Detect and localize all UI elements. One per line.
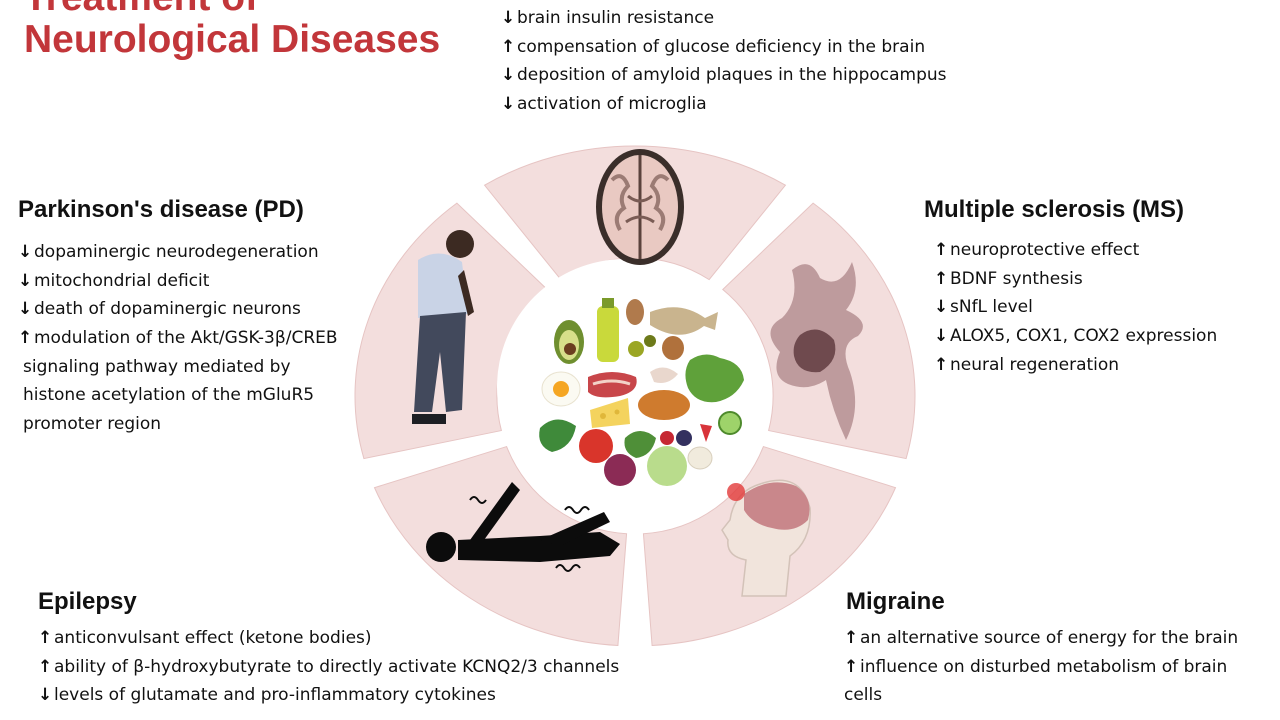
pd-item-2: ↓mitochondrial deficit [18,270,210,291]
ketogenic-food-plate-icon [539,298,744,486]
epilepsy-effects-list: ↑anticonvulsant effect (ketone bodies) ↑… [38,624,619,710]
epilepsy-item-1: ↑anticonvulsant effect (ketone bodies) [38,628,372,648]
ms-item-2: ↑BDNF synthesis [934,268,1083,289]
migraine-item-3: cells [844,685,883,706]
epilepsy-heading: Epilepsy [38,588,137,615]
migraine-effects-list: ↑an alternative source of energy for the… [844,624,1238,710]
ms-item-5: ↑neural regeneration [934,354,1120,375]
pd-item-4: ↑modulation of the Akt/GSK-3β/CREB [18,328,338,349]
head-migraine-icon [721,479,811,597]
brain-axial-slice-icon [596,149,684,265]
pd-heading: Parkinson's disease (PD) [18,196,304,223]
seizure-person-icon [426,482,620,572]
pd-effects-list: ↓dopaminergic neurodegeneration ↓mitocho… [18,238,338,439]
top-item-1: ↓brain insulin resistance [501,8,715,28]
title-line-2: Neurological Diseases [24,18,441,61]
migraine-item-2: ↑influence on disturbed metabolism of br… [844,656,1228,677]
epilepsy-item-3: ↓levels of glutamate and pro-inflammator… [38,685,496,706]
pd-item-5: signaling pathway mediated by [23,356,291,377]
top-effects-list: ↓brain insulin resistance ↑compensation … [501,4,947,119]
pd-item-7: promoter region [23,414,162,435]
ms-item-3: ↓sNfL level [934,297,1033,318]
pd-item-3: ↓death of dopaminergic neurons [18,299,301,320]
pd-item-1: ↓dopaminergic neurodegeneration [18,242,319,262]
ms-item-1: ↑neuroprotective effect [934,240,1140,260]
top-item-3: ↓deposition of amyloid plaques in the hi… [501,65,947,86]
top-item-2: ↑compensation of glucose deficiency in t… [501,36,926,57]
ms-heading: Multiple sclerosis (MS) [924,196,1185,223]
title-line-1: Treatment of [24,0,258,18]
pd-item-6: histone acetylation of the mGluR5 [23,385,315,406]
ms-effects-list: ↑neuroprotective effect ↑BDNF synthesis … [934,236,1217,379]
ms-item-4: ↓ALOX5, COX1, COX2 expression [934,326,1218,347]
demyelinated-neuron-icon [770,262,863,440]
migraine-heading: Migraine [846,588,945,615]
migraine-item-1: ↑an alternative source of energy for the… [844,628,1239,648]
top-item-4: ↓activation of microglia [501,94,707,115]
epilepsy-item-2: ↑ability of β-hydroxybutyrate to directl… [38,656,620,677]
elderly-parkinson-person-icon [412,230,474,424]
